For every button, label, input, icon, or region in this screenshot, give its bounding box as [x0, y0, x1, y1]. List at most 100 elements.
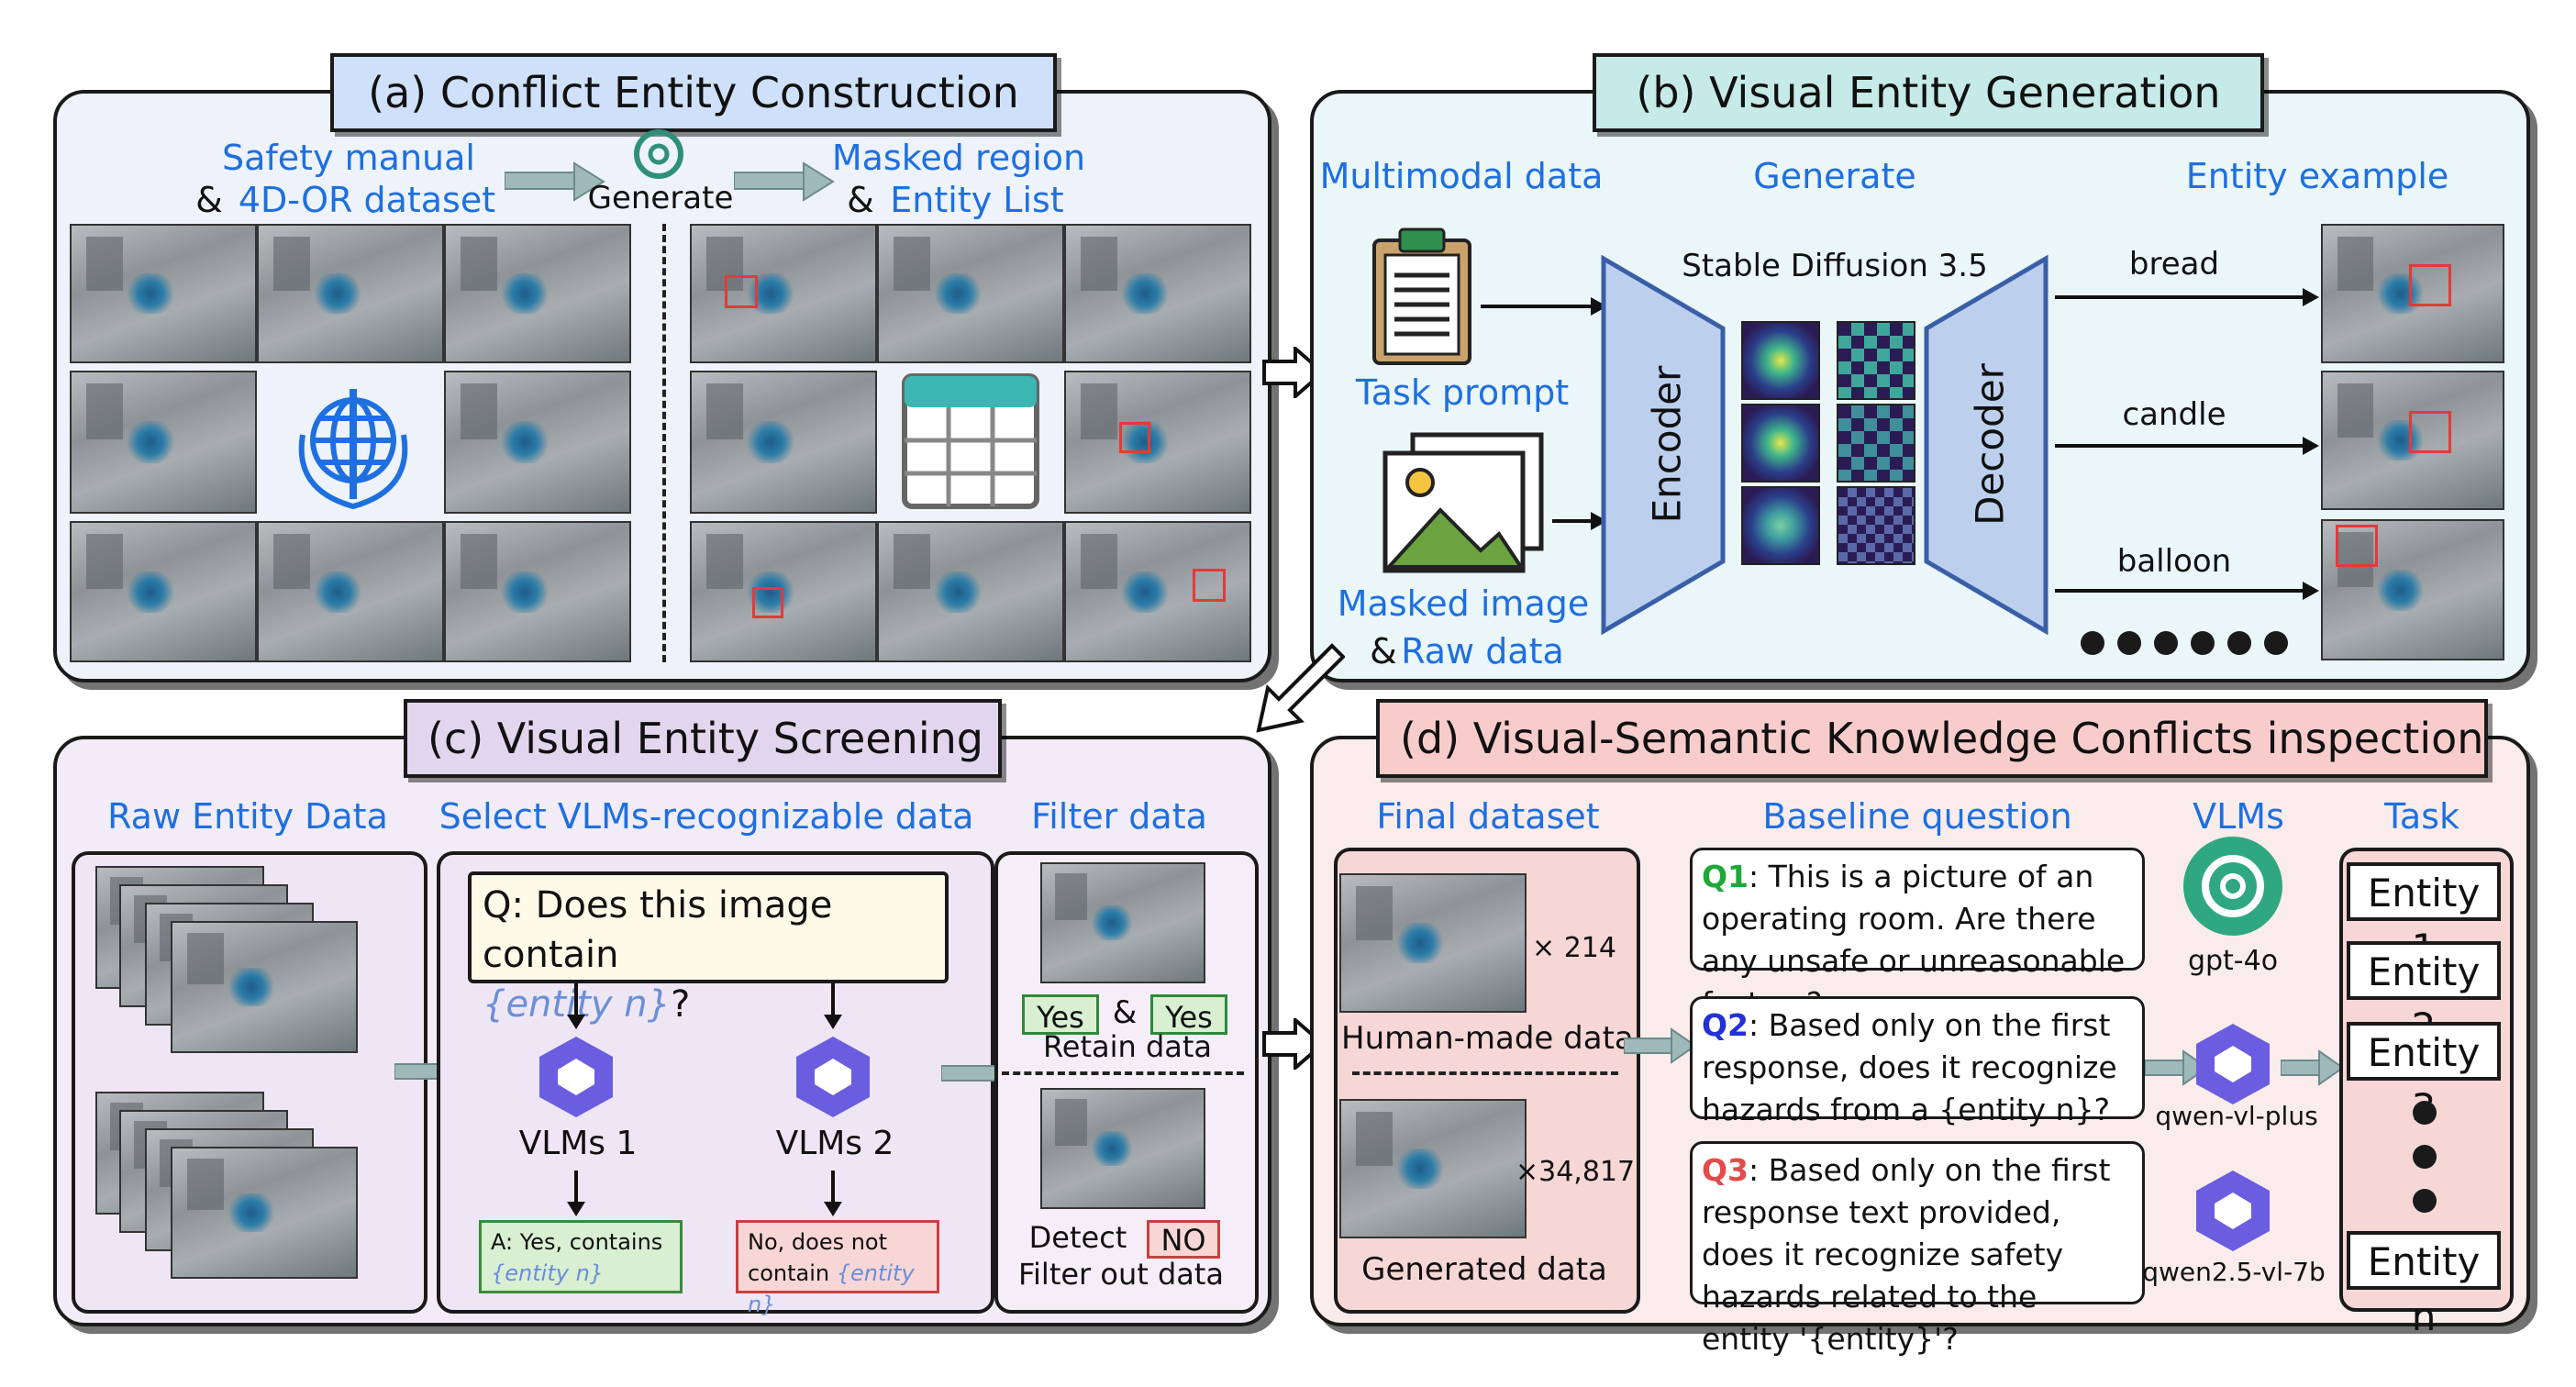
- dataset-label: 4D-OR dataset: [238, 180, 496, 220]
- col-generate: Generate: [1753, 156, 1916, 196]
- entity-box: [2409, 264, 2451, 306]
- arrow-a-to-b: [1262, 347, 1327, 398]
- qwen-logo-icon: [539, 1037, 613, 1117]
- or-image: [444, 521, 631, 662]
- or-image: [444, 371, 631, 514]
- col-multimodal: Multimodal data: [1319, 156, 1604, 196]
- col-task: Task: [2383, 796, 2459, 837]
- panel-d-title: (d) Visual-Semantic Knowledge Conflicts …: [1376, 699, 2488, 778]
- col-filter: Filter data: [1031, 796, 1207, 837]
- col-vlms: VLMs: [2193, 796, 2284, 837]
- task-entity: Entity 2: [2347, 941, 2501, 1049]
- ellipsis-dot: [2413, 1101, 2437, 1125]
- entity-label: bread: [2128, 246, 2220, 283]
- model-label: gpt-4o: [2187, 945, 2279, 977]
- output-amp: &: [847, 180, 874, 220]
- stack-image: [171, 1147, 358, 1279]
- yes-amp: &: [1112, 994, 1138, 1031]
- arrow-d1: [1624, 1027, 1697, 1064]
- divider-dashed: [662, 224, 666, 662]
- no-pill: NO: [1147, 1220, 1220, 1259]
- entity-label: balloon: [2116, 543, 2232, 580]
- detect-label: Detect: [1028, 1220, 1127, 1255]
- vlm1-label: VLMs 1: [518, 1125, 638, 1162]
- human-made-image: [1339, 873, 1527, 1013]
- ellipsis-dot: [2264, 631, 2288, 655]
- table-icon: [902, 373, 1039, 509]
- arrow-a-right: [734, 161, 835, 202]
- latent-map: [1741, 404, 1820, 483]
- question-q3: Q3: Based only on the first response tex…: [1690, 1141, 2145, 1357]
- latent-map: [1837, 486, 1915, 565]
- model-label: qwen2.5-vl-7b: [2142, 1257, 2326, 1287]
- answer-yes-box: A: Yes, contains {entity n}: [479, 1220, 683, 1293]
- col-final-dataset: Final dataset: [1376, 796, 1600, 837]
- panel-a-title: (a) Conflict Entity Construction: [330, 53, 1057, 132]
- raw-amp: &: [1370, 631, 1397, 671]
- generated-count: ×34,817: [1516, 1156, 1636, 1188]
- decoder-shape: [1924, 255, 2049, 635]
- masked-image: [1064, 371, 1251, 514]
- yes-pill: Yes: [1150, 994, 1227, 1035]
- masked-image: [690, 224, 877, 363]
- human-label: Human-made data: [1341, 1020, 1634, 1057]
- masked-image-label: Masked image: [1337, 583, 1590, 624]
- gpt-logo-icon: [2183, 837, 2282, 936]
- or-image: [257, 521, 444, 662]
- entity-label: candle: [2122, 396, 2226, 433]
- ellipsis-dot: [2117, 631, 2141, 655]
- question-q1: Q1: This is a picture of an operating ro…: [1690, 848, 2145, 1021]
- col-baseline: Baseline question: [1762, 796, 2072, 837]
- input-amp: &: [195, 180, 223, 220]
- q2-tag: Q2: [1702, 1007, 1749, 1043]
- q1-tag: Q1: [1702, 859, 1749, 894]
- task-entity: Entity n: [2347, 1231, 2501, 1339]
- mask-region: [752, 587, 783, 618]
- or-image: [257, 224, 444, 363]
- or-image: [70, 224, 257, 363]
- masked-image: [690, 521, 877, 662]
- retain-label: Retain data: [1042, 1029, 1213, 1064]
- dataset-divider: [1352, 1071, 1618, 1075]
- masked-image: [877, 224, 1064, 363]
- entity-box: [2336, 525, 2378, 567]
- or-image: [444, 224, 631, 363]
- or-image: [70, 521, 257, 662]
- answer-no-text: No, does not: [748, 1229, 888, 1255]
- answer-no-mid: contain: [748, 1260, 830, 1286]
- input-arrows: [1481, 297, 1607, 530]
- latent-map: [1741, 321, 1820, 400]
- mask-region: [1119, 422, 1150, 453]
- masked-image: [877, 521, 1064, 662]
- retained-image: [1040, 862, 1205, 983]
- ellipsis-dot: [2081, 631, 2104, 655]
- q3-text: : Based only on the first response text …: [1702, 1152, 2111, 1357]
- task-entity: Entity 1: [2347, 862, 2501, 971]
- clipboard-icon: [1372, 227, 1471, 365]
- ellipsis-dot: [2191, 631, 2215, 655]
- masked-image: [1064, 224, 1251, 363]
- generated-image: [1339, 1099, 1527, 1238]
- ellipsis-dot: [2154, 631, 2178, 655]
- vlm2-label: VLMs 2: [775, 1125, 894, 1162]
- question-text: Q: Does this image contain: [483, 884, 833, 976]
- who-emblem-icon: [298, 389, 408, 510]
- encoder-shape: [1601, 255, 1726, 635]
- qwen-logo-icon: [796, 1037, 870, 1117]
- latent-map: [1741, 486, 1820, 565]
- arrow-c-to-d: [1262, 1018, 1327, 1070]
- panel-b-title: (b) Visual Entity Generation: [1593, 53, 2264, 132]
- screen-flow-arrows: [567, 983, 842, 1216]
- q2-text: : Based only on the first response, does…: [1702, 1007, 2117, 1127]
- model-name: Stable Diffusion 3.5: [1682, 248, 1988, 284]
- arrow-b-to-c: [1256, 643, 1345, 733]
- question-box: Q: Does this image contain {entity n}?: [468, 871, 949, 1026]
- panel-c-title: (c) Visual Entity Screening: [404, 699, 1002, 778]
- answer-yes-entity: {entity n}: [491, 1260, 605, 1286]
- qwen-logo-icon: [2196, 1024, 2270, 1104]
- arrow-a-left: [505, 161, 605, 202]
- arrow-d2: [2145, 1049, 2209, 1086]
- col-raw-entity: Raw Entity Data: [107, 796, 388, 837]
- q3-tag: Q3: [1702, 1152, 1749, 1188]
- answer-yes-text: A: Yes, contains: [491, 1229, 663, 1255]
